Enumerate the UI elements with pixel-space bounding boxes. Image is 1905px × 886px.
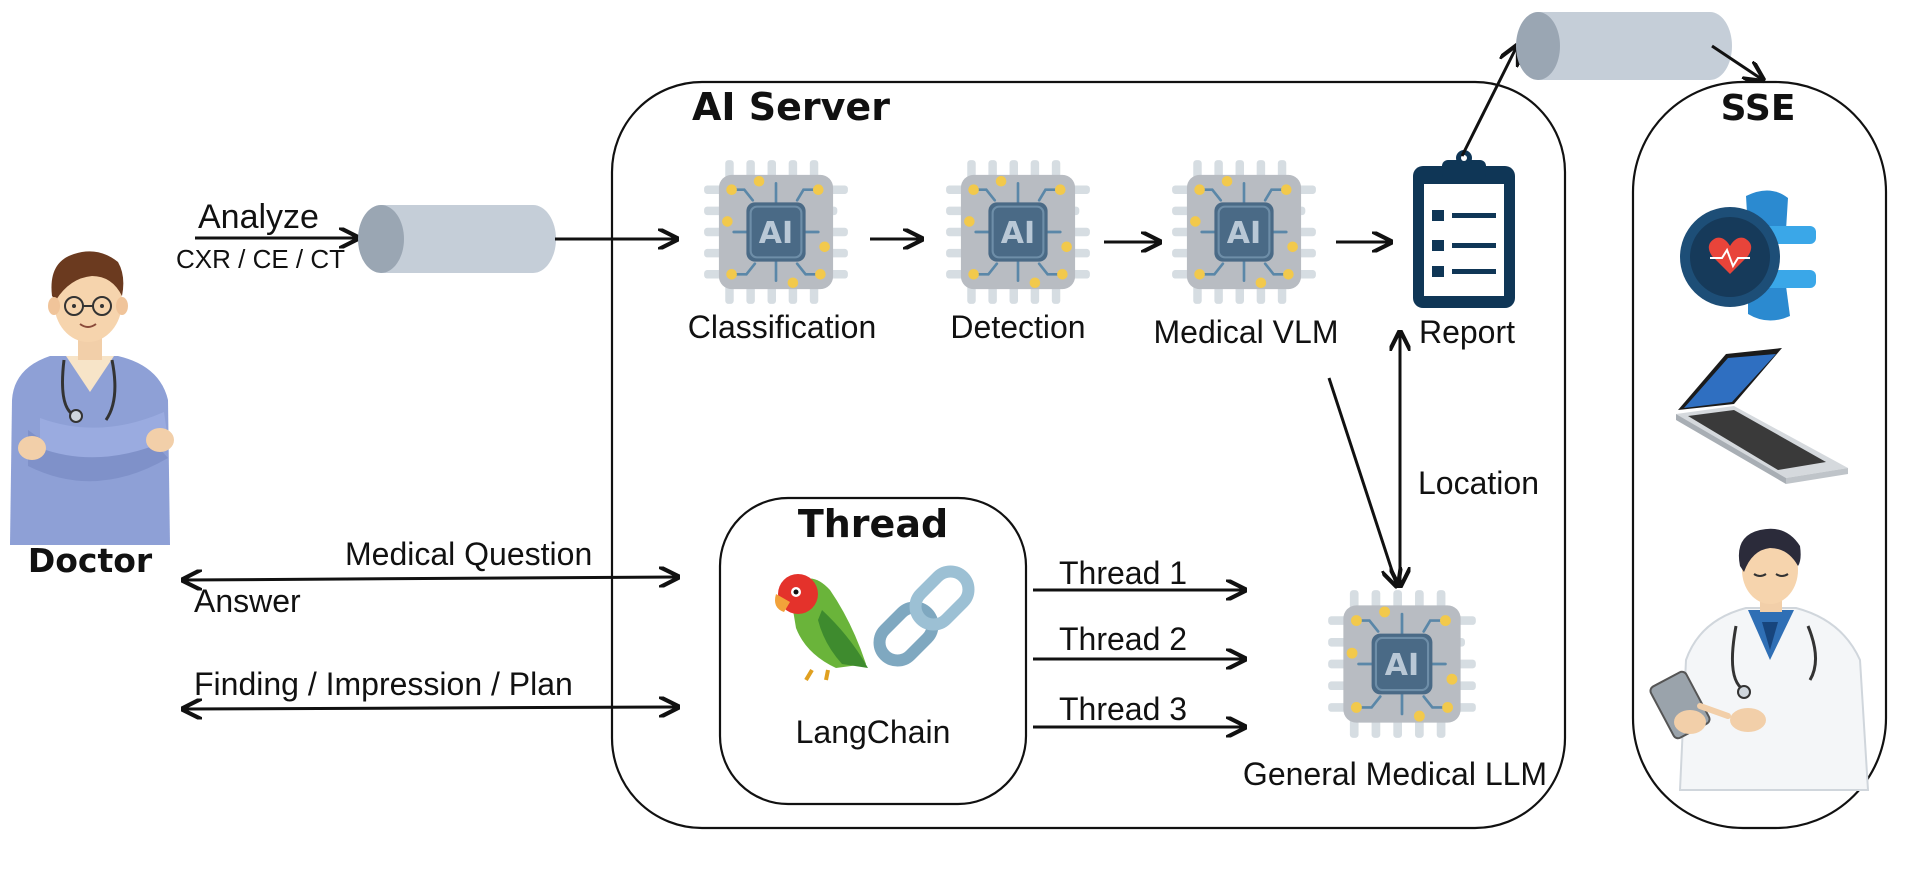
medical-vlm-chip-icon: AI bbox=[1170, 158, 1318, 306]
medical-vlm-label: Medical VLM bbox=[1154, 314, 1339, 350]
classification-chip-icon: AI bbox=[702, 158, 850, 306]
doctor-label: Doctor bbox=[28, 541, 153, 580]
classification-label: Classification bbox=[688, 309, 877, 345]
medical-question-label: Medical Question bbox=[345, 536, 592, 572]
location-label: Location bbox=[1418, 465, 1539, 501]
stream-to-sse-arrow bbox=[1711, 44, 1763, 80]
input-queue-cylinder bbox=[358, 205, 556, 273]
vlm-to-general-llm-arrow bbox=[1327, 377, 1397, 586]
report-label: Report bbox=[1419, 314, 1515, 350]
general-medical-llm-chip-icon: AI bbox=[1326, 588, 1478, 740]
report-to-stream-arrow bbox=[1460, 46, 1517, 157]
sse-title: SSE bbox=[1721, 88, 1796, 129]
fip-arrow bbox=[183, 707, 678, 709]
langchain-label: LangChain bbox=[796, 714, 951, 750]
doctor-with-tablet-illustration bbox=[1649, 528, 1870, 791]
input-types-label: CXR / CE / CT bbox=[176, 244, 345, 274]
svg-text:AI: AI bbox=[1001, 216, 1035, 251]
smartwatch-icon bbox=[1680, 190, 1816, 321]
thread-1-label: Thread 1 bbox=[1059, 555, 1187, 591]
thread-3-label: Thread 3 bbox=[1059, 691, 1187, 727]
thread-title: Thread bbox=[798, 502, 948, 546]
svg-text:AI: AI bbox=[1227, 216, 1261, 251]
doctor-illustration bbox=[10, 251, 174, 545]
svg-text:AI: AI bbox=[759, 216, 793, 251]
report-clipboard-icon bbox=[1413, 150, 1515, 308]
detection-chip-icon: AI bbox=[944, 158, 1092, 306]
ai-server-container bbox=[610, 80, 1567, 830]
analyze-label: Analyze bbox=[198, 198, 319, 236]
detection-label: Detection bbox=[950, 309, 1085, 345]
question-answer-arrow bbox=[183, 577, 678, 580]
general-medical-llm-label: General Medical LLM bbox=[1243, 756, 1547, 792]
fip-label: Finding / Impression / Plan bbox=[194, 666, 573, 702]
parrot-icon bbox=[775, 574, 868, 682]
laptop-icon bbox=[1676, 348, 1848, 484]
answer-label: Answer bbox=[194, 583, 301, 619]
ai-server-title: AI Server bbox=[692, 85, 890, 129]
svg-text:AI: AI bbox=[1385, 648, 1419, 683]
thread-2-label: Thread 2 bbox=[1059, 621, 1187, 657]
chain-link-icon bbox=[873, 565, 975, 667]
output-queue-cylinder bbox=[1516, 12, 1732, 80]
thread-container bbox=[718, 496, 1028, 806]
